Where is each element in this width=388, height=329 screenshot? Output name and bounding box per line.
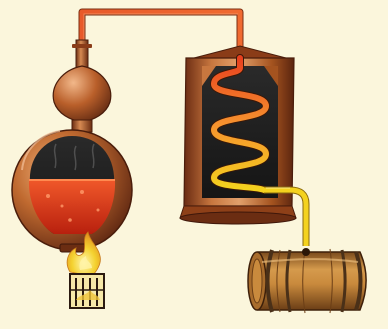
wooden-barrel bbox=[248, 248, 366, 313]
condenser bbox=[180, 46, 296, 224]
still-head bbox=[53, 66, 111, 132]
pot-still-boiler bbox=[12, 130, 132, 252]
stove-grate bbox=[70, 274, 104, 308]
